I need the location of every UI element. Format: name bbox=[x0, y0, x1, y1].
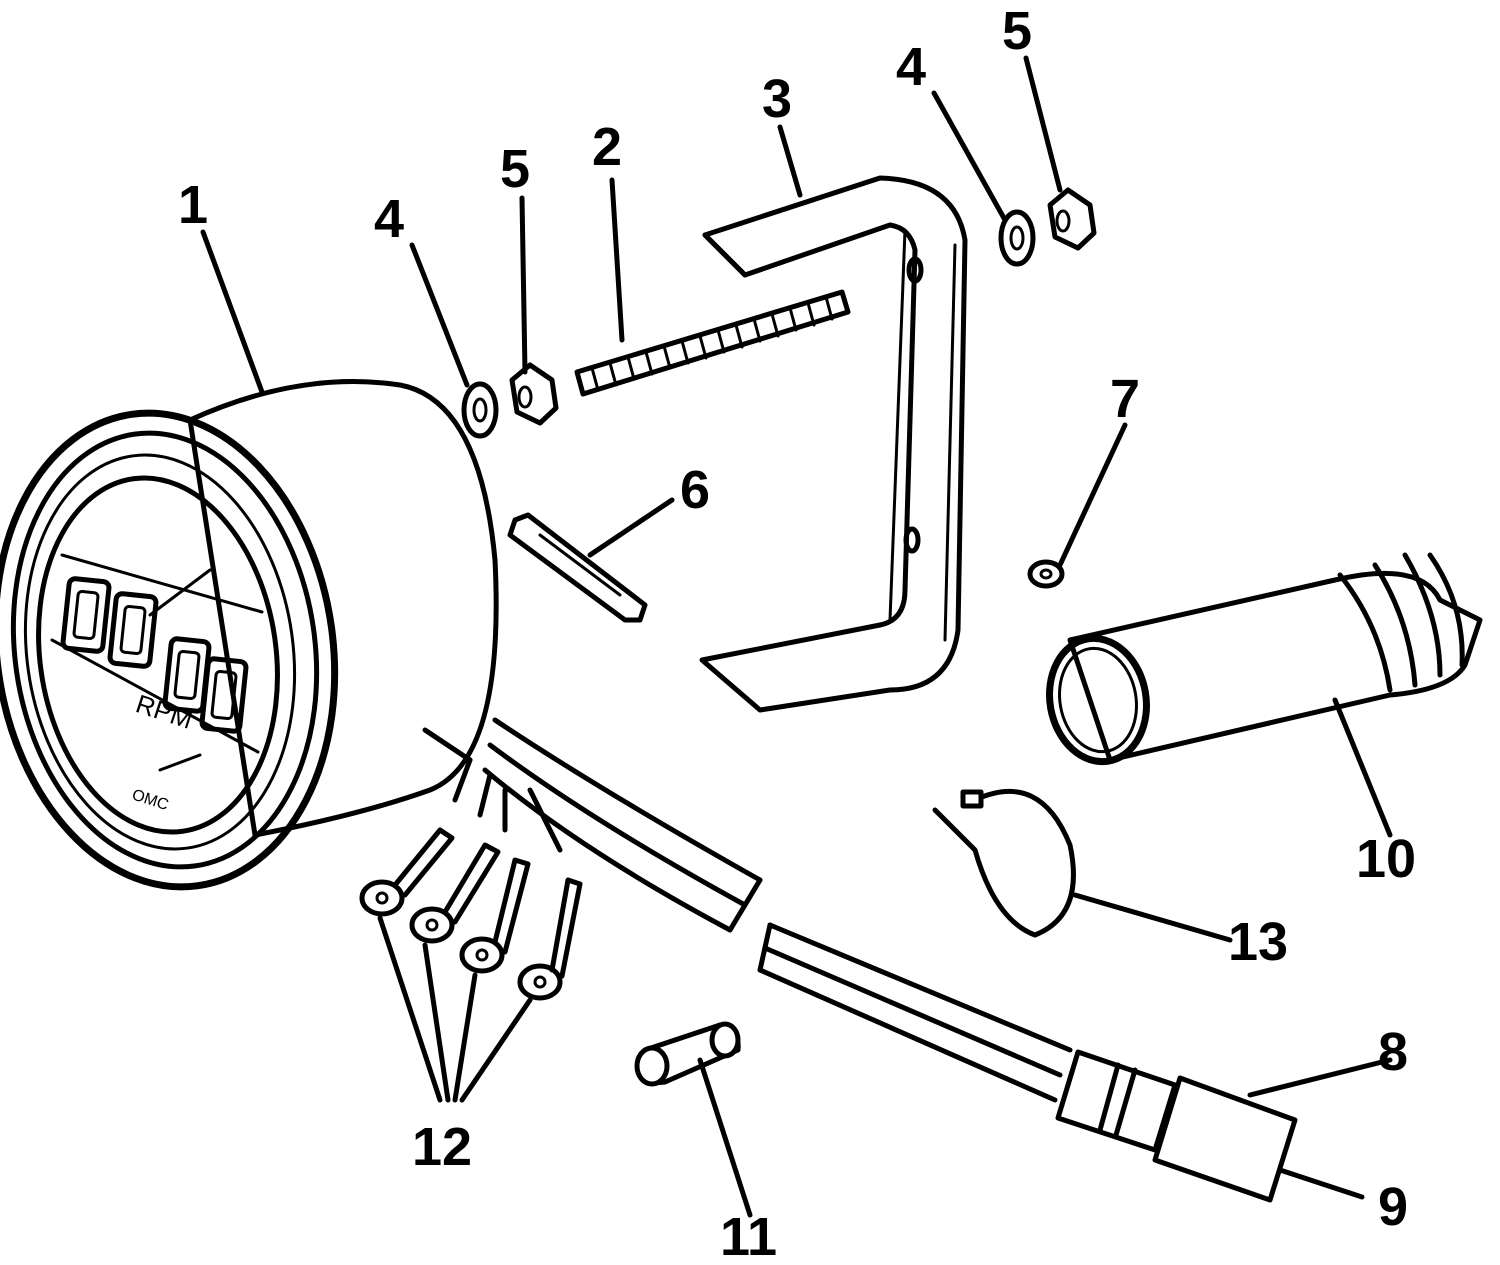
callout-10: 10 bbox=[1356, 829, 1417, 889]
callout-11: 11 bbox=[720, 1207, 778, 1265]
fuse bbox=[634, 1021, 741, 1087]
callout-8: 8 bbox=[1378, 1022, 1409, 1082]
pin-resistor bbox=[507, 512, 648, 623]
callout-9: 9 bbox=[1378, 1177, 1409, 1237]
ring-terminals bbox=[359, 827, 583, 1001]
mounting-bracket bbox=[699, 175, 968, 713]
cable-connector bbox=[757, 922, 1298, 1203]
callout-7: 7 bbox=[1110, 369, 1141, 429]
callout-13: 13 bbox=[1228, 912, 1289, 972]
hex-nut-left bbox=[509, 362, 559, 426]
callout-12: 12 bbox=[412, 1117, 473, 1177]
cable-tie bbox=[932, 789, 1076, 938]
callout-3: 3 bbox=[762, 69, 793, 129]
hex-nut-right bbox=[1047, 187, 1097, 251]
callout-5-left: 5 bbox=[500, 139, 531, 199]
rpm-label: RPM bbox=[132, 688, 196, 734]
digital-display bbox=[60, 576, 249, 734]
brand-label: OMC bbox=[130, 786, 171, 814]
star-washer-small bbox=[1027, 559, 1065, 589]
callout-1: 1 bbox=[178, 175, 209, 235]
star-washer-right bbox=[998, 209, 1036, 267]
callout-4-left: 4 bbox=[374, 189, 405, 249]
leader-lines bbox=[200, 55, 1393, 1218]
tachometer-gauge: RPM OMC bbox=[0, 379, 763, 933]
star-washer-left bbox=[461, 381, 499, 439]
callout-6: 6 bbox=[680, 460, 711, 520]
callout-5-right: 5 bbox=[1002, 1, 1033, 61]
threaded-stud bbox=[574, 289, 851, 397]
rubber-boot bbox=[1046, 552, 1483, 766]
callout-4-right: 4 bbox=[896, 37, 927, 97]
callout-2: 2 bbox=[592, 117, 623, 177]
